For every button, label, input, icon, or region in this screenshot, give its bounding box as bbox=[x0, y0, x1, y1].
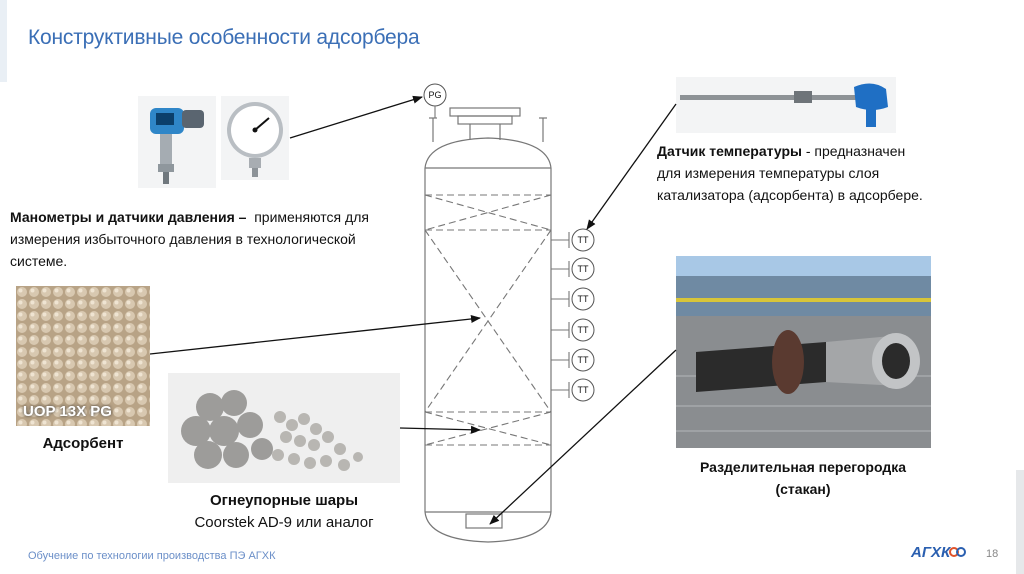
pressure-sensor-photo bbox=[138, 96, 216, 188]
temperature-description: Датчик температуры - предназначен для из… bbox=[657, 140, 987, 206]
partition-arrow bbox=[489, 349, 677, 525]
temperature-sensor-photo bbox=[676, 77, 896, 133]
temperature-text-line3: катализатора (адсорбента) в адсорбере. bbox=[657, 187, 923, 203]
tt-instrument-circle bbox=[571, 378, 595, 402]
balls-arrow bbox=[399, 425, 481, 434]
adsorbent-arrow bbox=[149, 314, 481, 355]
temperature-arrow bbox=[586, 103, 677, 230]
tt-label: TT bbox=[578, 355, 589, 365]
temperature-text: - предназначен bbox=[801, 143, 906, 159]
tt-label: TT bbox=[578, 325, 589, 335]
slide-title: Конструктивные особенности адсорбера bbox=[28, 26, 420, 49]
logo-mark-icon bbox=[949, 547, 966, 557]
company-logo: АГХК bbox=[911, 544, 951, 561]
balls-caption-text: Coorstek AD-9 или аналог bbox=[194, 514, 374, 531]
pressure-title: Манометры и датчики давления – bbox=[10, 209, 247, 225]
partition-caption-line1: Разделительная перегородка bbox=[699, 459, 907, 475]
right-accent-bar bbox=[1016, 470, 1024, 574]
tt-label: TT bbox=[578, 235, 589, 245]
balls-caption: Огнеупорные шары Coorstek AD-9 или анало… bbox=[160, 490, 408, 534]
tt-instrument-circle bbox=[571, 228, 595, 252]
pressure-text-line3: системе. bbox=[10, 253, 68, 269]
footer-text: Обучение по технологии производства ПЭ А… bbox=[28, 550, 276, 562]
manometer-photo bbox=[221, 96, 289, 180]
adsorbent-photo-label: UOP 13X PG bbox=[23, 403, 112, 420]
partition-caption: Разделительная перегородка (стакан) bbox=[660, 456, 946, 500]
pressure-text-line2: измерения избыточного давления в техноло… bbox=[10, 231, 356, 247]
left-accent-bar bbox=[0, 0, 7, 82]
tt-label: TT bbox=[578, 385, 589, 395]
tt-instrument-circle bbox=[571, 287, 595, 311]
tt-instrument-circle bbox=[571, 348, 595, 372]
balls-caption-title: Огнеупорные шары bbox=[209, 492, 359, 509]
temperature-title: Датчик температуры bbox=[657, 143, 802, 159]
temperature-text-line2: для измерения температуры слоя bbox=[657, 165, 880, 181]
adsorbent-caption: Адсорбент bbox=[42, 435, 124, 452]
tt-label: TT bbox=[578, 294, 589, 304]
tt-label: TT bbox=[578, 264, 589, 274]
adsorbent-photo bbox=[16, 286, 150, 426]
pg-label: PG bbox=[428, 90, 441, 100]
tt-instrument-circle bbox=[571, 318, 595, 342]
partition-caption-line2: (стакан) bbox=[775, 481, 831, 497]
ceramic-balls-photo bbox=[168, 373, 400, 483]
pressure-text: применяются для bbox=[254, 209, 369, 225]
tt-instrument-circle bbox=[571, 257, 595, 281]
page-number: 18 bbox=[986, 548, 999, 560]
pressure-arrow bbox=[289, 95, 423, 139]
pressure-description: Манометры и датчики давления – применяют… bbox=[10, 206, 420, 272]
partition-photo bbox=[676, 256, 931, 448]
